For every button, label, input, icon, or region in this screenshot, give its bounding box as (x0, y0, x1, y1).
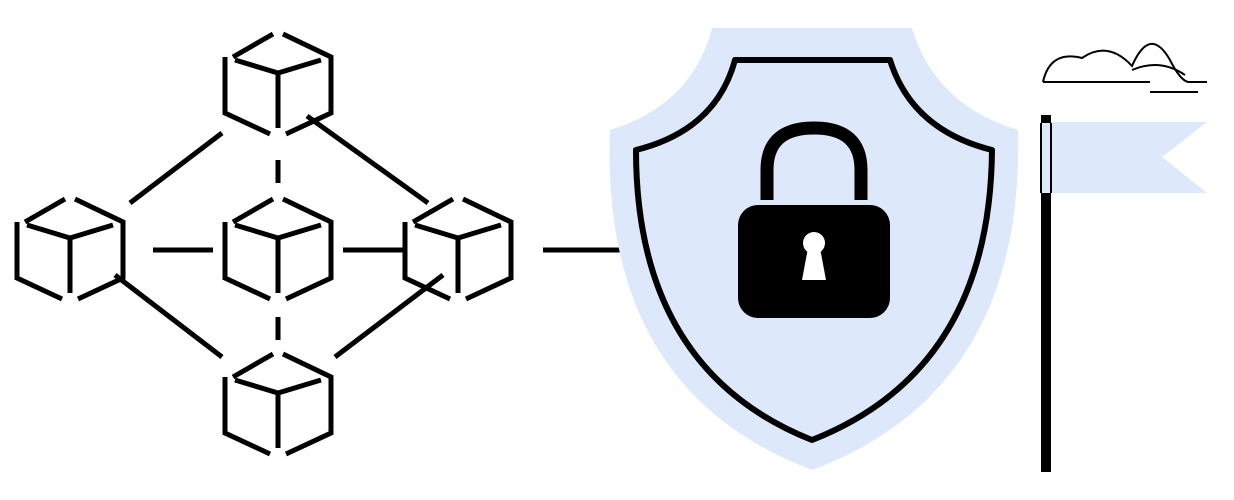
cube-node-left (14, 196, 126, 302)
flag-icon (1040, 115, 1207, 472)
cloud-outline (1042, 42, 1207, 83)
cube-node-right (402, 196, 514, 302)
cube-edge (414, 222, 502, 241)
connector-line (305, 113, 430, 206)
flag-pole-highlight (1041, 123, 1051, 193)
cube-edge (231, 31, 334, 137)
cube-edge (222, 377, 272, 457)
flag-cloth (1045, 122, 1207, 193)
cube-edge (402, 222, 452, 302)
cube-edge (231, 196, 334, 302)
padlock-shackle (760, 121, 868, 200)
connector-line (128, 131, 224, 205)
cube-edge (222, 57, 272, 137)
flag-pole (1041, 115, 1051, 472)
cube-edge (23, 196, 126, 302)
cube-edge (411, 196, 514, 302)
cube-edge (26, 222, 114, 241)
keyhole-slot (802, 248, 826, 280)
cube-node-top (222, 31, 334, 137)
cube-node-bottom (222, 351, 334, 457)
cube-edge (222, 222, 272, 302)
cube-edge (14, 222, 64, 302)
cube-edge (234, 57, 322, 76)
connector-line (113, 273, 224, 359)
padlock-icon (738, 121, 890, 318)
shield-outline (633, 57, 995, 443)
cube-edge (231, 351, 334, 457)
cube-node-center (222, 196, 334, 302)
cloud-icon (1042, 42, 1207, 93)
blockchain-network (113, 113, 628, 359)
cube-edge (234, 377, 322, 396)
cloud-bump (1131, 64, 1186, 76)
cube-edge (234, 222, 322, 241)
